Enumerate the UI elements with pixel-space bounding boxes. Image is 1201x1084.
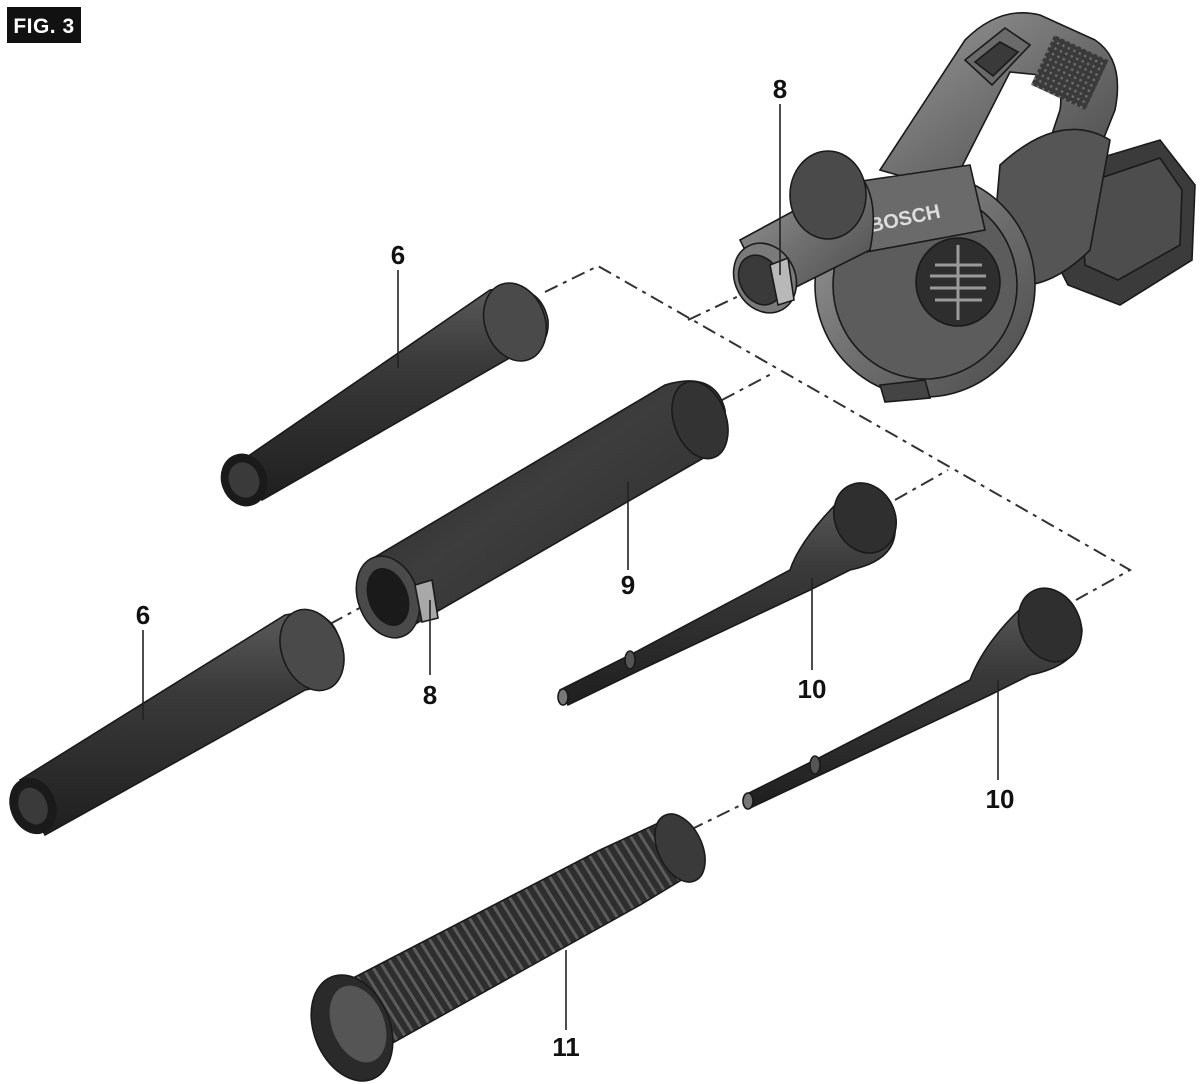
- figure-badge: FIG. 3: [7, 7, 81, 43]
- callout-flex-hose: 11: [552, 1032, 580, 1062]
- handle-grip: [1030, 34, 1109, 111]
- nozzle-cone-upper: [220, 282, 549, 507]
- figure-badge-background: [7, 7, 81, 43]
- flexible-hose: [310, 813, 706, 1082]
- callout-extension-tube: 9: [621, 570, 635, 600]
- callout-needle-lower: 10: [986, 784, 1015, 814]
- figure-badge-label: FIG. 3: [13, 15, 74, 38]
- callout-nozzle-upper: 6: [391, 240, 405, 270]
- extension-tube-opening: [366, 567, 410, 627]
- outlet-lock-tab: [769, 256, 795, 307]
- needle-nozzle-lower: [742, 587, 1083, 810]
- callout-needle-upper: 10: [798, 674, 827, 704]
- extension-tube: [355, 380, 729, 639]
- cordless-blower: BOSCH: [732, 12, 1196, 403]
- callout-leaders: [142, 104, 999, 1030]
- callout-nozzle-lower: 6: [136, 600, 150, 630]
- extension-lock-tab: [414, 578, 439, 623]
- callout-extension-lock: 8: [423, 680, 437, 710]
- callout-blower-lock: 8: [773, 74, 787, 104]
- needle-nozzle-upper: [557, 482, 897, 707]
- nozzle-cone-lower: [9, 608, 345, 837]
- callouts: 8 6 6 9 8 10 10 11: [136, 74, 1015, 1062]
